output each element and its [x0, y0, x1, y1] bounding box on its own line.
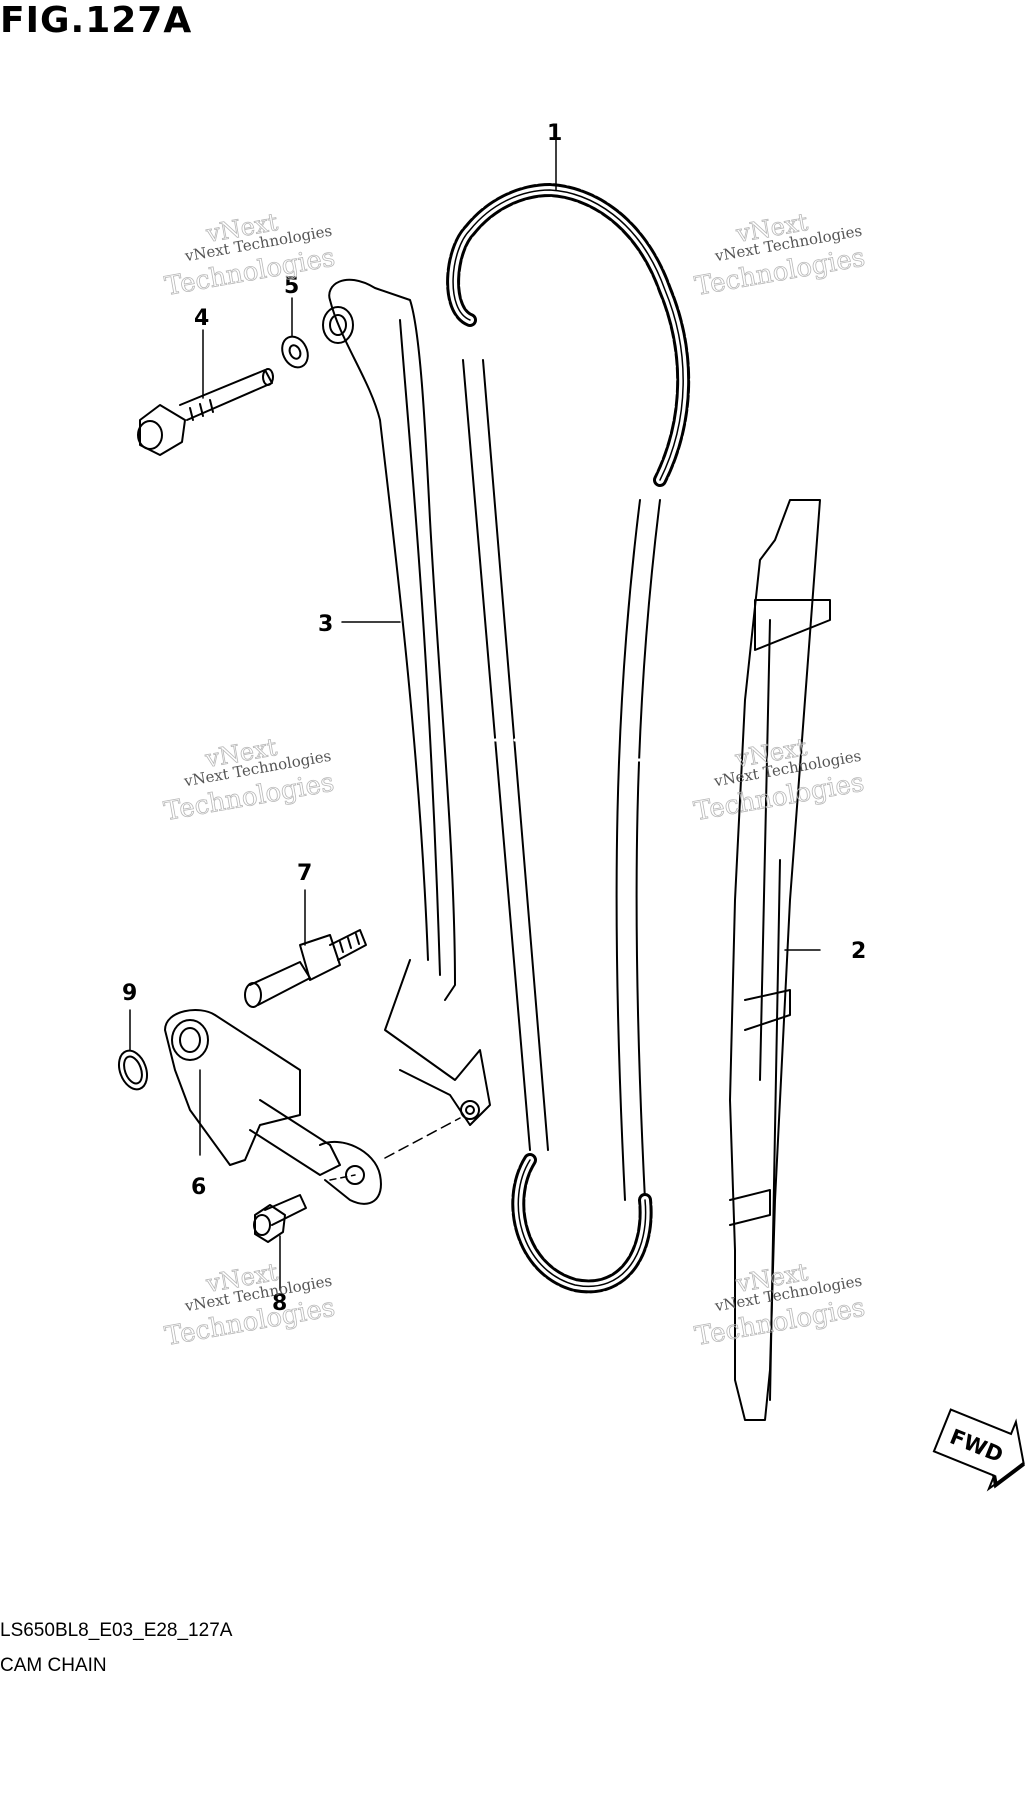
callout-9: 9 [122, 981, 137, 1006]
chain-tensioner-guide [322, 278, 491, 1126]
watermark-mid-left: vNext vNext Technologies Technologies [161, 733, 336, 828]
bolt [137, 368, 274, 456]
tensioner-bolt [244, 929, 367, 1008]
watermark-bottom-right: vNext vNext Technologies Technologies [692, 1258, 867, 1353]
callout-2: 2 [851, 939, 866, 964]
callout-3: 3 [318, 612, 333, 637]
callout-5: 5 [284, 274, 299, 299]
cam-chain [446, 183, 691, 1294]
watermark-top-left: vNext vNext Technologies Technologies [162, 208, 337, 303]
chain-guide [729, 499, 831, 1421]
small-bolt [253, 1194, 307, 1243]
forward-direction-arrow: FWD [932, 1408, 1025, 1492]
chain-tensioner-adjuster [164, 1009, 382, 1205]
leader-lines [129, 139, 821, 1291]
assembly-line [384, 1117, 461, 1159]
assembly-line [329, 1174, 356, 1181]
callout-6: 6 [191, 1175, 206, 1200]
washer [281, 335, 309, 369]
diagram-code: LS650BL8_E03_E28_127A [0, 1620, 233, 1641]
watermark-top-right: vNext vNext Technologies Technologies [692, 208, 867, 303]
callout-1: 1 [547, 121, 562, 146]
o-ring [117, 1049, 149, 1091]
watermark-bottom-left: vNext vNext Technologies Technologies [162, 1258, 337, 1353]
watermark-mid-right: vNext vNext Technologies Technologies [691, 733, 866, 828]
diagram-caption: CAM CHAIN [0, 1655, 107, 1676]
callout-7: 7 [297, 861, 312, 886]
figure-title: FIG.127A [0, 0, 193, 41]
callout-4: 4 [194, 306, 209, 331]
callout-8: 8 [272, 1291, 287, 1316]
